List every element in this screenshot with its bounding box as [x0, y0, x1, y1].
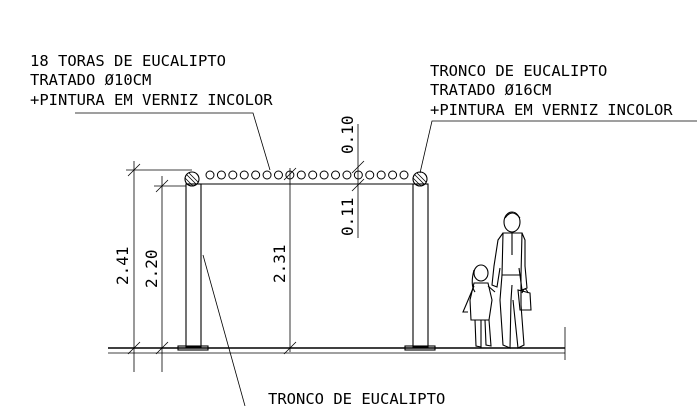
beam-annotation: TRONCO DE EUCALIPTO TRATADO Ø16CM +PINTU…: [419, 62, 697, 174]
roof-log: [342, 170, 352, 180]
roof-log: [365, 170, 375, 180]
dimension-clear-height-label: 2.20: [142, 249, 161, 288]
roof-log: [376, 170, 386, 180]
roof-leader-line: [75, 112, 271, 171]
roof-log: [251, 170, 261, 180]
roof-log: [273, 170, 283, 180]
adult-figure: [491, 211, 532, 349]
dimension-mid-label: 0.11: [338, 197, 357, 236]
dimension-total-height: 2.41: [113, 161, 192, 372]
roof-logs: [205, 170, 409, 180]
post-annotation-line-1: TRONCO DE EUCALIPTO: [268, 390, 445, 406]
roof-log: [216, 170, 226, 180]
roof-log: [205, 170, 215, 180]
roof-annotation: 18 TORAS DE EUCALIPTO TRATADO Ø10CM +PIN…: [30, 52, 273, 171]
roof-log: [239, 170, 249, 180]
roof-log: [319, 170, 329, 180]
beam-annotation-line-2: TRATADO Ø16CM: [430, 81, 551, 99]
dimension-center-height-label: 2.31: [270, 244, 289, 283]
dimension-center-height: 2.31: [270, 167, 297, 355]
roof-log: [308, 170, 318, 180]
dimension-roof-thickness: 0.10 0.11: [338, 115, 365, 238]
right-post: [404, 171, 436, 351]
roof-log: [296, 170, 306, 180]
beam-annotation-line-1: TRONCO DE EUCALIPTO: [430, 62, 607, 80]
dimension-top-label: 0.10: [338, 115, 357, 154]
dimension-total-height-label: 2.41: [113, 246, 132, 285]
roof-log: [262, 170, 272, 180]
post-annotation: TRONCO DE EUCALIPTO: [202, 254, 445, 406]
beam-annotation-line-3: +PINTURA EM VERNIZ INCOLOR: [430, 101, 673, 119]
roof-log: [228, 170, 238, 180]
ground-line: [108, 327, 566, 360]
left-post: [177, 171, 209, 351]
dimension-clear-height: 2.20: [142, 176, 186, 372]
roof-log: [331, 170, 341, 180]
roof-annotation-line-2: TRATADO Ø10CM: [30, 71, 151, 89]
child-figure: [462, 264, 496, 348]
roof-log: [388, 170, 398, 180]
beam-leader-line: [419, 120, 697, 174]
roof-annotation-line-1: 18 TORAS DE EUCALIPTO: [30, 52, 226, 70]
post-leader-line: [202, 254, 246, 406]
roof-annotation-line-3: +PINTURA EM VERNIZ INCOLOR: [30, 91, 273, 109]
roof-log: [399, 170, 409, 180]
